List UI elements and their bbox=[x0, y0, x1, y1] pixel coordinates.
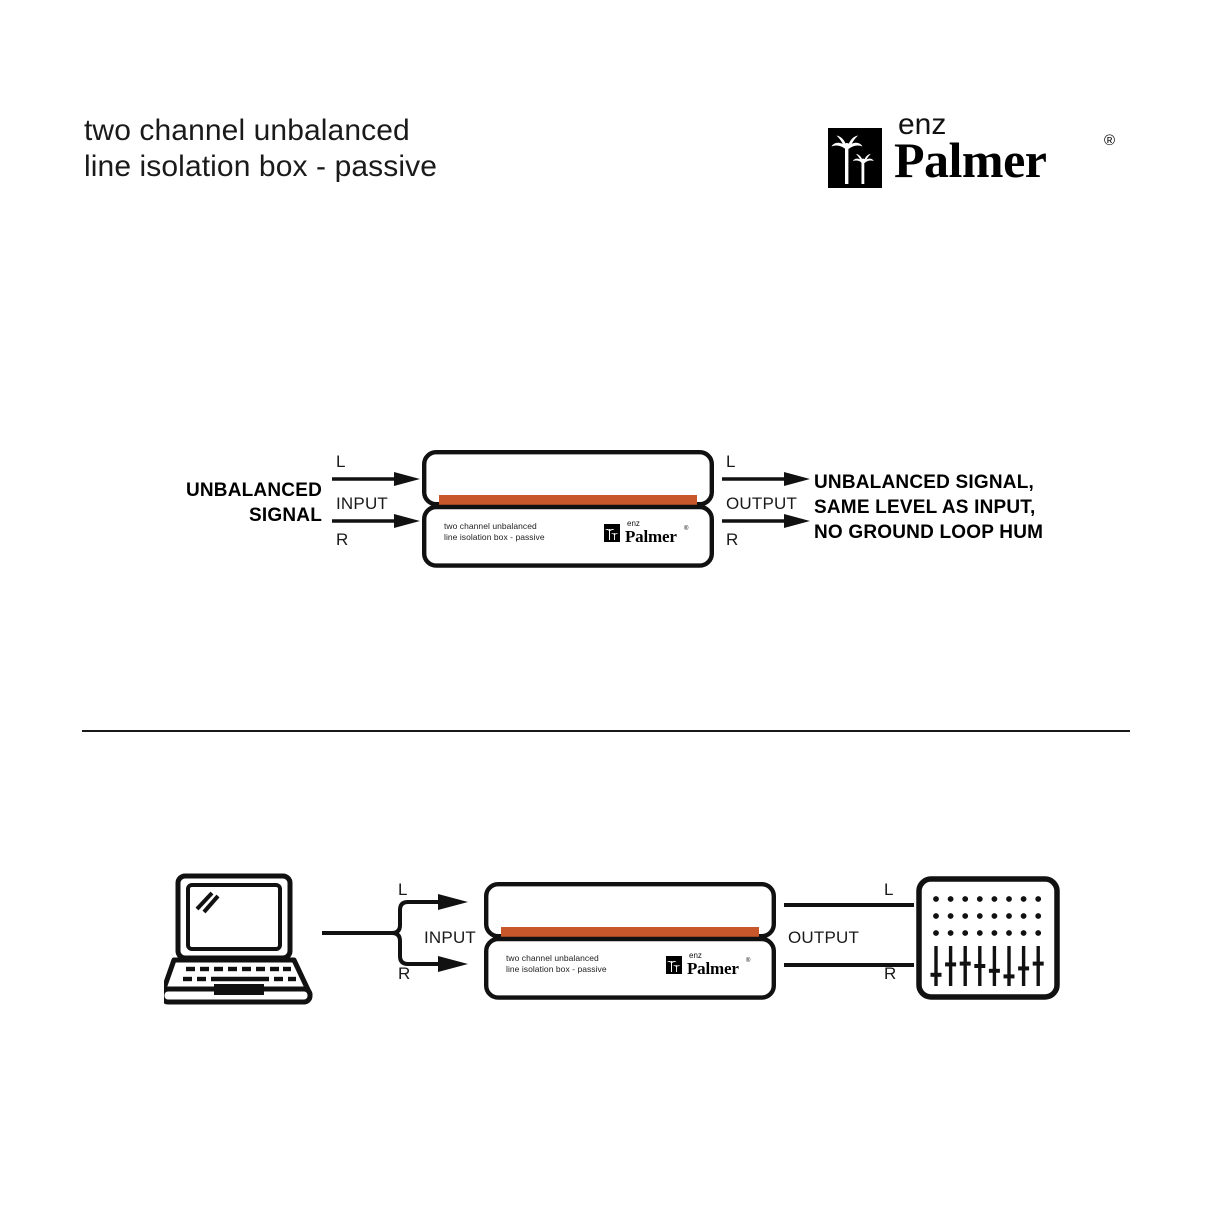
device-palm-tree-mark-icon-bottom bbox=[666, 956, 682, 974]
device-palm-tree-mark-icon-top bbox=[604, 524, 620, 542]
bottom-input-channel-l-label: L bbox=[398, 880, 408, 899]
device-brand-sub-bottom: enz bbox=[689, 951, 702, 960]
bottom-output-channel-l-label: L bbox=[884, 880, 894, 899]
laptop-icon bbox=[164, 872, 316, 1008]
bottom-output-wire-r bbox=[784, 962, 914, 968]
bottom-output-label: OUTPUT bbox=[788, 928, 860, 947]
isolation-box-device-bottom: two channel unbalanced line isolation bo… bbox=[484, 882, 776, 1000]
palm-tree-mark-icon bbox=[828, 128, 882, 188]
device-brand-registered-bottom: ® bbox=[746, 958, 751, 964]
mixing-console-icon bbox=[916, 876, 1060, 1000]
unbalanced-signal-source-label: UNBALANCED SIGNAL bbox=[185, 480, 322, 526]
page-title: two channel unbalanced line isolation bo… bbox=[84, 114, 437, 183]
top-output-channel-r-label: R bbox=[726, 530, 739, 549]
top-output-channel-l-label: L bbox=[726, 452, 736, 471]
device-caption-bottom: two channel unbalanced line isolation bo… bbox=[506, 953, 607, 974]
result-description-label: UNBALANCED SIGNAL, SAME LEVEL AS INPUT, … bbox=[814, 472, 1044, 543]
top-input-arrow-r bbox=[332, 512, 420, 530]
brand-sub-label: enz bbox=[898, 108, 947, 141]
device-brand-name-top: Palmer bbox=[625, 527, 677, 546]
device-brand-sub-top: enz bbox=[627, 519, 640, 528]
bottom-input-channel-r-label: R bbox=[398, 964, 411, 983]
top-input-label: INPUT bbox=[336, 494, 388, 513]
bottom-input-label: INPUT bbox=[424, 928, 476, 947]
top-input-arrow-l bbox=[332, 470, 420, 488]
device-brand-registered-top: ® bbox=[684, 526, 689, 532]
section-divider bbox=[82, 730, 1130, 732]
bottom-output-channel-r-label: R bbox=[884, 964, 897, 983]
isolation-box-device-top: two channel unbalanced line isolation bo… bbox=[422, 450, 714, 568]
top-output-label: OUTPUT bbox=[726, 494, 798, 513]
device-caption-top: two channel unbalanced line isolation bo… bbox=[444, 521, 545, 542]
bottom-output-wire-l bbox=[784, 902, 914, 908]
brand-name-label: Palmer bbox=[894, 132, 1047, 188]
device-brand-name-bottom: Palmer bbox=[687, 959, 739, 978]
top-input-channel-r-label: R bbox=[336, 530, 349, 549]
brand-registered-mark: ® bbox=[1104, 132, 1116, 149]
brand-logo: enz Palmer ® bbox=[828, 110, 1128, 192]
top-output-arrow-r bbox=[722, 512, 810, 530]
bottom-input-splitter-wire bbox=[322, 892, 474, 974]
top-input-channel-l-label: L bbox=[336, 452, 346, 471]
top-output-arrow-l bbox=[722, 470, 810, 488]
